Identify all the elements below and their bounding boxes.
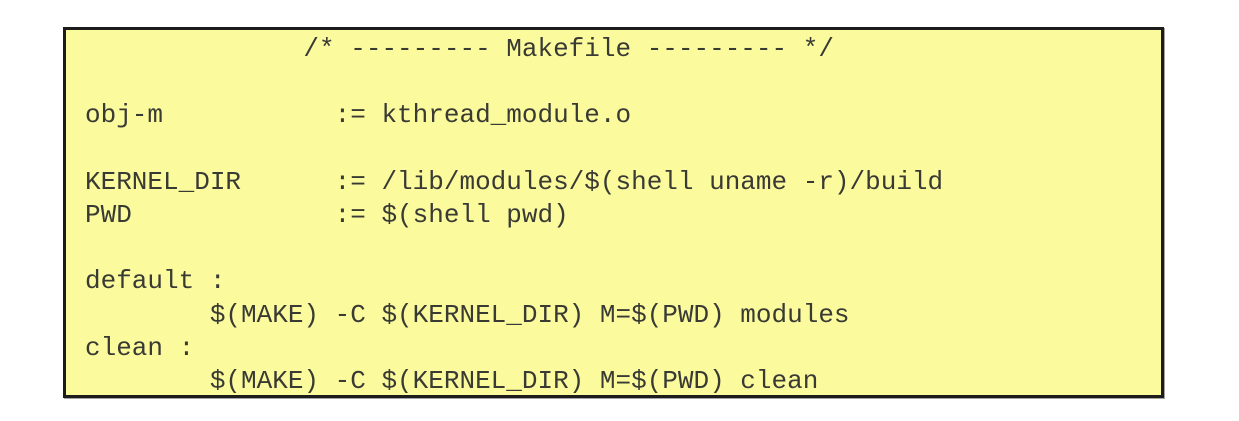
code-box: /* --------- Makefile --------- */ obj-m…: [63, 27, 1164, 398]
code-line-default-recipe: $(MAKE) -C $(KERNEL_DIR) M=$(PWD) module…: [85, 299, 850, 330]
makefile-code-block: /* --------- Makefile --------- */ obj-m…: [85, 33, 1157, 393]
code-line-obj-m: obj-m := kthread_module.o: [85, 100, 632, 131]
code-line-blank: [85, 232, 1157, 265]
code-line-pwd: PWD := $(shell pwd): [85, 199, 569, 230]
code-line-blank: [85, 66, 1157, 99]
code-line-title-comment: /* --------- Makefile --------- */: [85, 34, 834, 64]
code-line-blank: [85, 133, 1157, 166]
code-line-kernel-dir: KERNEL_DIR := /lib/modules/$(shell uname…: [85, 166, 944, 197]
code-line-default-target: default :: [85, 266, 226, 297]
code-line-clean-recipe: $(MAKE) -C $(KERNEL_DIR) M=$(PWD) clean: [85, 365, 819, 393]
code-line-clean-target: clean :: [85, 332, 195, 363]
